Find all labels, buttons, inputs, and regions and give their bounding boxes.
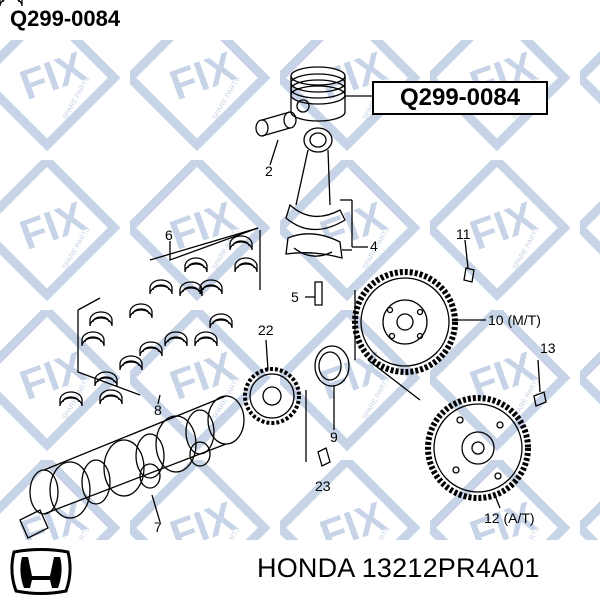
flywheel [352,269,486,375]
label-4: 4 [370,238,378,254]
drive-plate-bolt [533,359,547,407]
label-6: 6 [165,227,173,243]
rod-bolt [305,281,323,306]
rod-cap [285,233,352,259]
label-11: 11 [456,226,471,242]
part-number-callout: Q299-0084 [372,81,548,115]
bearing-shells-upper [0,0,261,407]
connecting-rod [285,127,368,248]
page-title-part-number: Q299-0084 [10,6,121,31]
flywheel-bolt [463,239,475,283]
drive-plate [425,395,531,509]
label-13: 13 [540,340,556,356]
label-7: 7 [154,519,162,535]
label-8: 8 [154,402,162,418]
label-23: 23 [315,478,331,494]
crankshaft [19,395,245,539]
sprocket-bolt [317,447,331,467]
label-2: 2 [265,163,273,179]
piston-pin [255,111,297,137]
label-10: 10 (M/T) [488,312,541,328]
piston [290,66,372,122]
label-5: 5 [291,289,299,305]
label-22: 22 [258,322,274,338]
honda-logo-icon [10,548,72,595]
label-9: 9 [330,429,338,445]
label-12: 12 (A/T) [484,510,535,526]
crank-timing-sprocket [243,339,301,425]
footer-oem-reference: HONDA 13212PR4A01 [257,553,540,583]
oil-seal [305,345,350,462]
